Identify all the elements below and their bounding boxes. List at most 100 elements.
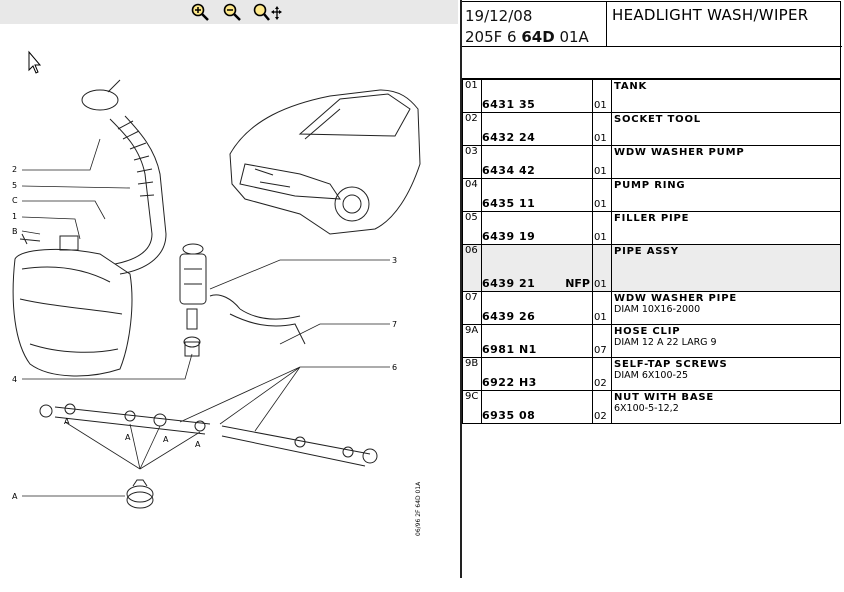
part-reference-cell[interactable]: 6435 11 [481, 178, 593, 212]
part-title: SOCKET TOOL [614, 114, 701, 125]
part-title: PUMP RING [614, 180, 686, 191]
part-quantity-cell: 07 [592, 324, 612, 358]
part-index: 9C [462, 390, 482, 424]
diagram-label: A [12, 492, 18, 501]
zoom-out-icon[interactable] [222, 2, 242, 22]
pane-divider [460, 0, 462, 578]
part-reference-cell[interactable]: 6439 19 [481, 211, 593, 245]
part-title: FILLER PIPE [614, 213, 690, 224]
diagram-labels: 2 5 C 1 B 4 3 7 6 A A A A A 06/96 2F 64D… [12, 165, 422, 536]
part-quantity: 01 [594, 199, 607, 210]
header-blank-row [462, 47, 841, 79]
part-quantity: 01 [594, 232, 607, 243]
part-index: 04 [462, 178, 482, 212]
part-quantity: 01 [594, 279, 607, 290]
part-quantity-cell: 01 [592, 112, 612, 146]
zoom-in-icon[interactable] [190, 2, 210, 22]
part-quantity-cell: 01 [592, 178, 612, 212]
washer-pipe-illustration [39, 308, 378, 467]
diagram-label: 4 [12, 375, 17, 384]
catalog-code: 205F 6 64D 01A [465, 28, 589, 46]
part-index: 07 [462, 291, 482, 325]
header-divider [606, 2, 607, 47]
part-reference[interactable]: 6435 11 [482, 197, 536, 210]
part-reference[interactable]: 6431 35 [482, 98, 536, 111]
part-reference[interactable]: 6935 08 [482, 409, 536, 422]
zoom-pan-icon[interactable] [252, 2, 282, 22]
diagram-label: 1 [12, 212, 17, 221]
part-index: 02 [462, 112, 482, 146]
code-prefix: 205F 6 [465, 28, 522, 46]
part-reference[interactable]: 6922 H3 [482, 376, 537, 389]
part-reference[interactable]: 6434 42 [482, 164, 536, 177]
part-reference-cell[interactable]: 6935 08 [481, 390, 593, 424]
diagram-pane: 2 5 C 1 B 4 3 7 6 A A A A A 06/96 2F 64D… [0, 0, 458, 536]
parts-pane: 19/12/08 205F 6 64D 01A HEADLIGHT WASH/W… [462, 0, 844, 592]
part-index: 03 [462, 145, 482, 179]
diagram-label: B [12, 227, 18, 236]
part-quantity: 01 [594, 133, 607, 144]
hose-clip-illustration [126, 479, 154, 509]
tank-illustration [12, 233, 133, 377]
part-reference[interactable]: 6981 N1 [482, 343, 537, 356]
part-reference[interactable]: 6432 24 [482, 131, 536, 144]
diagram-label: 6 [392, 363, 397, 372]
part-reference-cell[interactable]: 6981 N1 [481, 324, 593, 358]
page-title: HEADLIGHT WASH/WIPER [612, 6, 809, 24]
part-quantity-cell: 01 [592, 244, 612, 292]
part-reference-cell[interactable]: 6434 42 [481, 145, 593, 179]
part-subtitle: 6X100-5-12,2 [614, 403, 679, 414]
filler-pipe-illustration [81, 79, 167, 275]
diagram-label: A [163, 435, 169, 444]
part-reference-cell[interactable]: 6439 26 [481, 291, 593, 325]
part-subtitle: DIAM 6X100-25 [614, 370, 689, 381]
part-quantity-cell: 01 [592, 145, 612, 179]
leader-lines [21, 138, 390, 497]
part-quantity-cell: 01 [592, 79, 612, 113]
part-reference[interactable]: 6439 21 [482, 277, 536, 290]
part-quantity: 02 [594, 378, 607, 389]
part-quantity-cell: 02 [592, 357, 612, 391]
diagram-stamp: 06/96 2F 64D 01A [415, 481, 422, 536]
part-reference[interactable]: 6439 19 [482, 230, 536, 243]
part-index: 06 [462, 244, 482, 292]
part-reference[interactable]: 6439 26 [482, 310, 536, 323]
part-reference-cell[interactable]: 6432 24 [481, 112, 593, 146]
part-index: 05 [462, 211, 482, 245]
pump-illustration [179, 243, 241, 357]
header-box [462, 1, 841, 47]
part-description: FILLER PIPE [611, 211, 841, 245]
part-description: WDW WASHER PUMP [611, 145, 841, 179]
part-reference-cell[interactable]: 6431 35 [481, 79, 593, 113]
part-index: 01 [462, 79, 482, 113]
part-index: 9B [462, 357, 482, 391]
diagram-label: 2 [12, 165, 17, 174]
diagram-label: A [125, 433, 131, 442]
part-quantity: 01 [594, 312, 607, 323]
diagram-label: A [195, 440, 201, 449]
part-quantity: 01 [594, 166, 607, 177]
cursor-icon [28, 50, 42, 74]
diagram-label: 7 [392, 320, 397, 329]
part-quantity: 07 [594, 345, 607, 356]
code-suffix: 01A [554, 28, 589, 46]
part-subtitle: DIAM 12 A 22 LARG 9 [614, 337, 717, 348]
part-reference-cell[interactable]: 6922 H3 [481, 357, 593, 391]
diagram-label: 3 [392, 256, 397, 265]
part-title: WDW WASHER PUMP [614, 147, 745, 158]
exploded-parts-diagram: 2 5 C 1 B 4 3 7 6 A A A A A 06/96 2F 64D… [12, 50, 422, 536]
